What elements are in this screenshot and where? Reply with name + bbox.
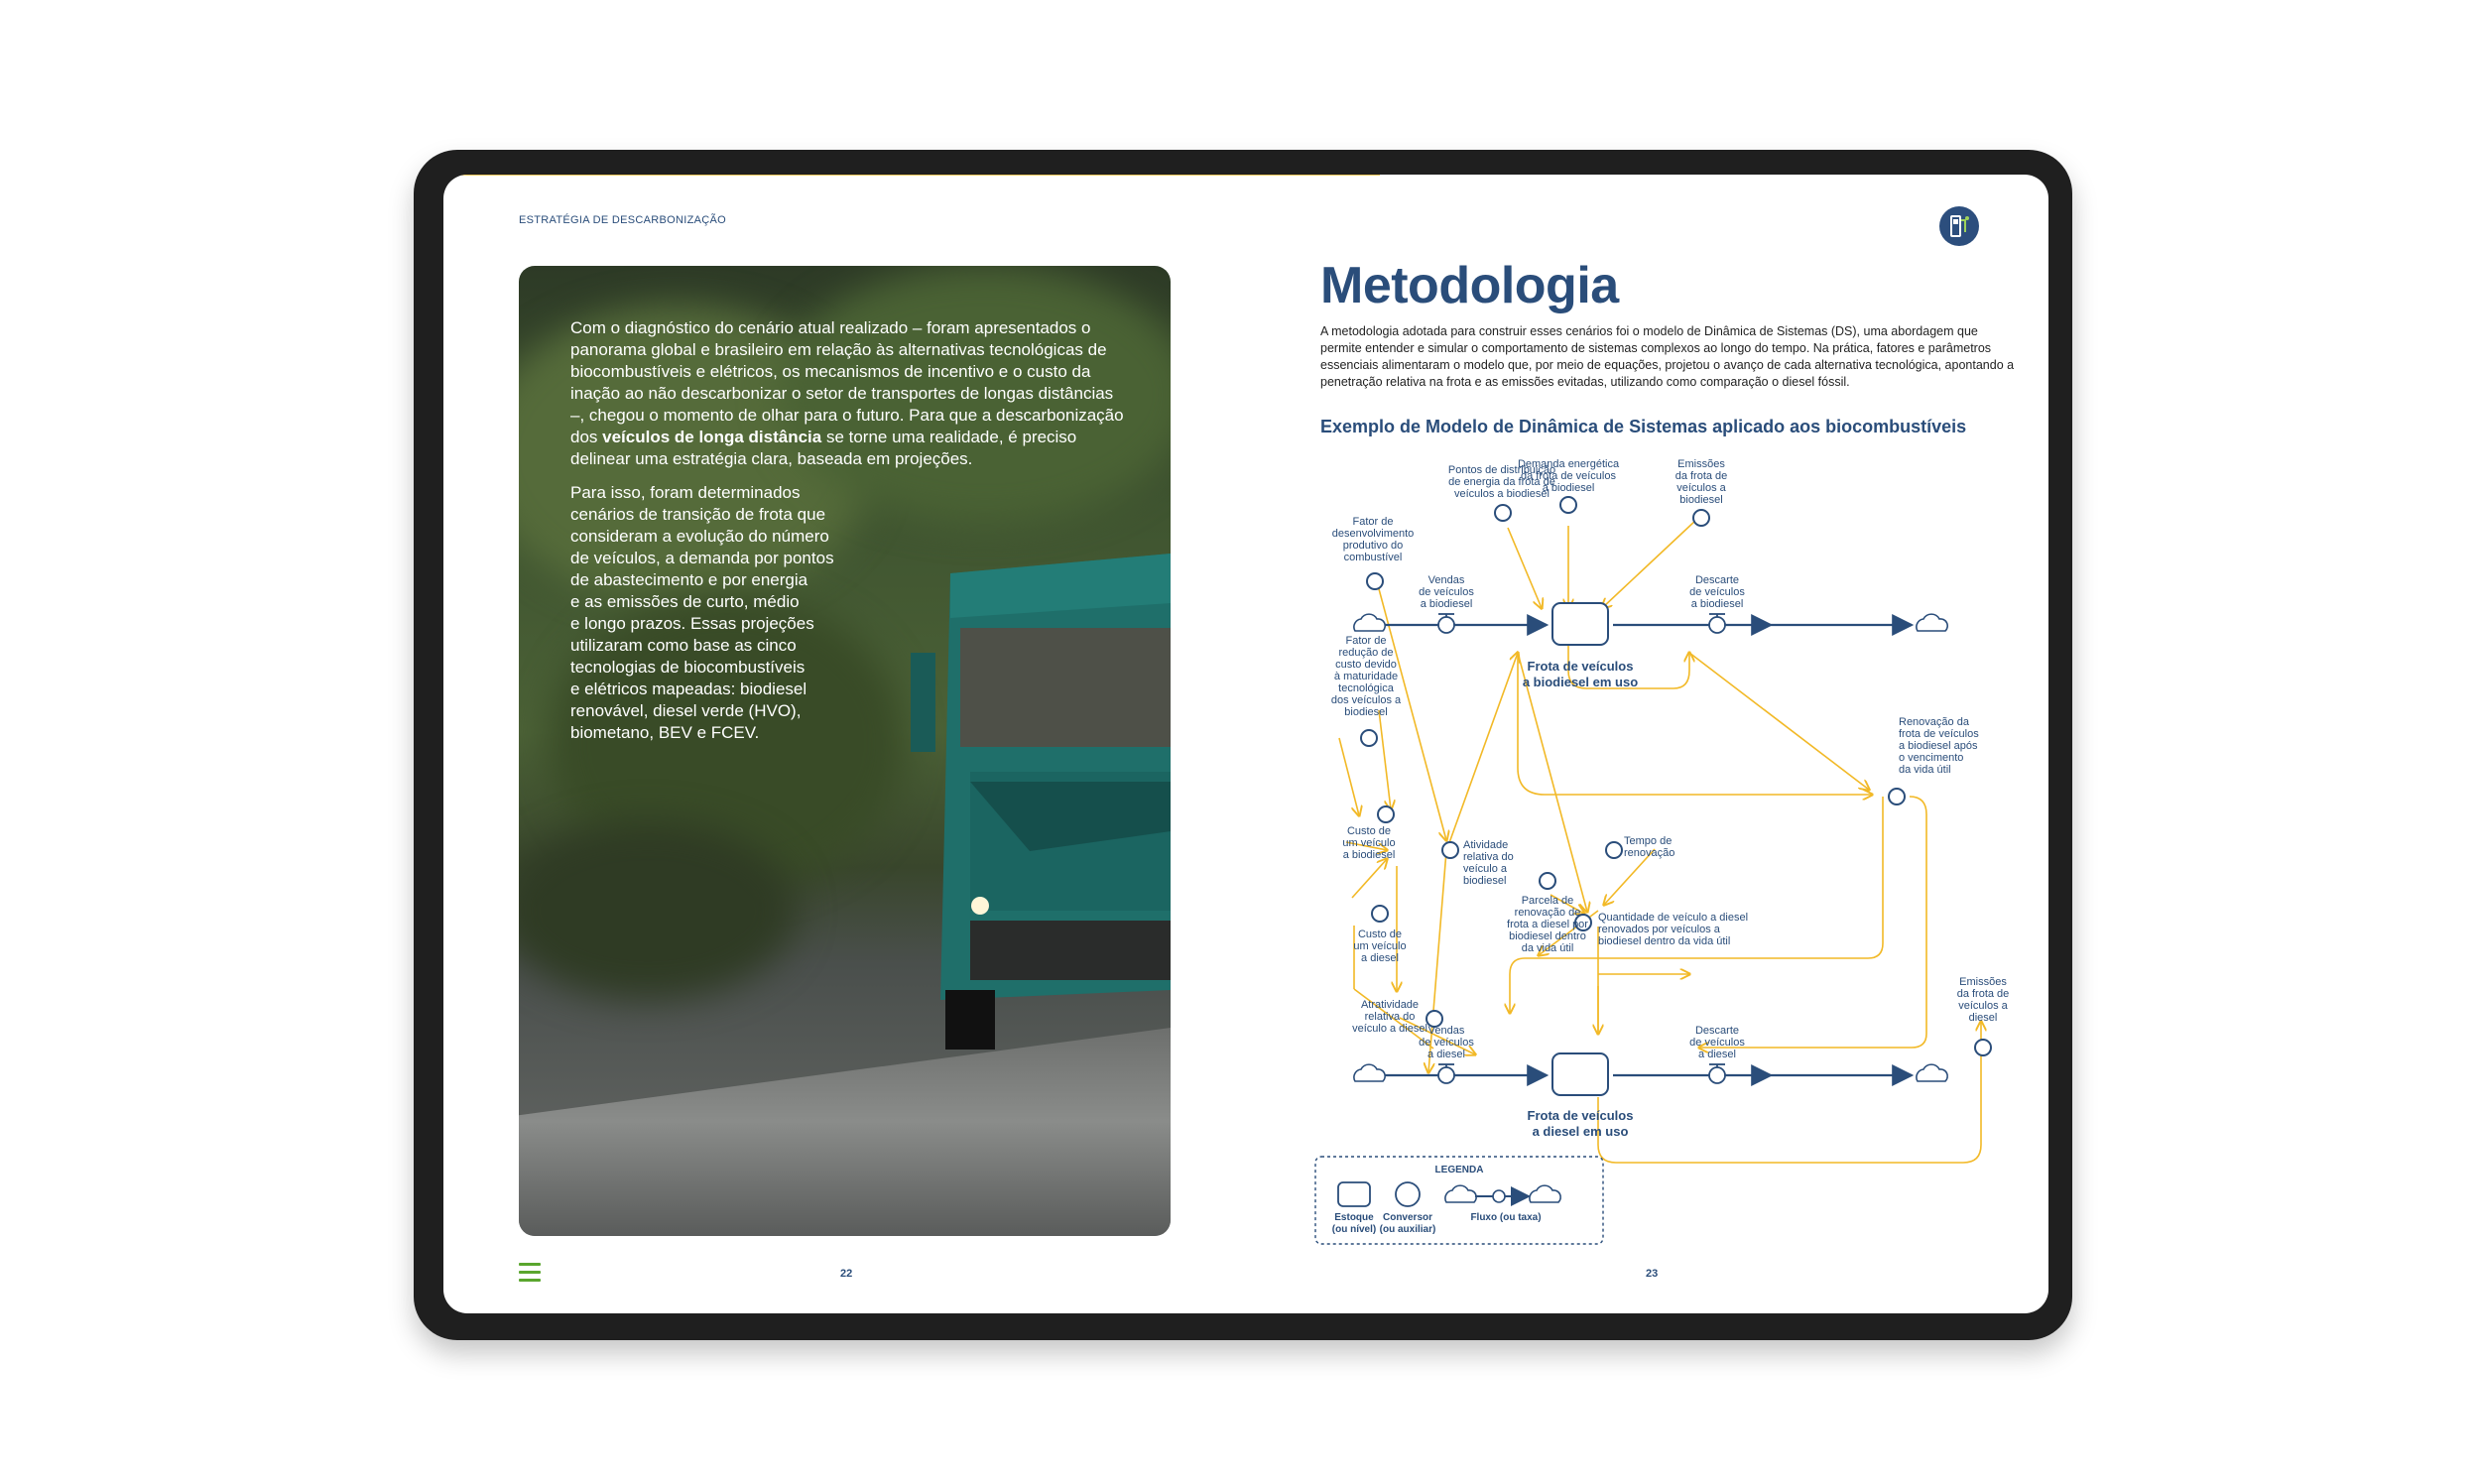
stock-frota-diesel — [1551, 1052, 1609, 1096]
section-header: ESTRATÉGIA DE DESCARBONIZAÇÃO — [519, 214, 726, 226]
svg-text:Quantidade de veículo a diesel: Quantidade de veículo a dieselrenovados … — [1598, 912, 1748, 947]
stock-flows — [1384, 614, 1915, 1086]
svg-text:Fluxo (ou taxa): Fluxo (ou taxa) — [1470, 1212, 1541, 1223]
methodology-intro: A metodologia adotada para construir ess… — [1320, 324, 2015, 389]
text-line: –, chegou o momento de olhar para o futu… — [570, 406, 1124, 425]
text-line: tecnologias de biocombustíveis — [570, 658, 806, 677]
influence-links — [443, 175, 1981, 1164]
text-line: de abastecimento e por energia — [570, 570, 808, 589]
text-line: e as emissões de curto, médio — [570, 592, 800, 611]
text-line: e longo prazos. Essas projeções — [570, 614, 814, 633]
svg-text:Estoque(ou nível): Estoque(ou nível) — [1332, 1212, 1376, 1235]
diagram-title: Exemplo de Modelo de Dinâmica de Sistema… — [1320, 417, 1967, 436]
truck-photo: Com o diagnóstico do cenário atual reali… — [519, 266, 1171, 1236]
legend-flow-icon — [1444, 1184, 1562, 1206]
text-fragment: dos — [570, 428, 603, 446]
fuel-station-badge-icon[interactable] — [1939, 206, 1979, 246]
sink-cloud-icon — [1916, 1063, 1949, 1082]
text-line: cenários de transição de frota que — [570, 505, 826, 524]
truck-illustration — [911, 554, 1171, 1050]
bold-phrase: veículos de longa distância — [602, 428, 822, 446]
legend-converter-icon — [1395, 1181, 1421, 1207]
text-line: dos veículos de longa distância se torne… — [570, 427, 1076, 448]
text-line: consideram a evolução do número — [570, 527, 829, 546]
text-line: panorama global e brasileiro em relação … — [570, 340, 1107, 359]
source-cloud-icon — [1353, 613, 1387, 632]
text-line: delinear uma estratégia clara, baseada e… — [570, 449, 973, 468]
page-number-left: 22 — [840, 1268, 853, 1280]
text-line: renovável, diesel verde (HVO), — [570, 701, 802, 720]
text-line: Com o diagnóstico do cenário atual reali… — [570, 318, 1091, 337]
svg-text:Conversor(ou auxiliar): Conversor(ou auxiliar) — [1380, 1212, 1436, 1235]
page-title: Metodologia — [1320, 257, 1619, 314]
text-line: biocombustíveis e elétricos, os mecanism… — [570, 362, 1091, 381]
converters — [1360, 496, 1992, 1056]
source-cloud-icon — [1353, 1063, 1387, 1082]
text-line: biometano, BEV e FCEV. — [570, 723, 760, 742]
diagram-legend: LEGENDA Estoque(ou nível) Conversor(ou a… — [1314, 1156, 1604, 1245]
sink-cloud-icon — [1916, 613, 1949, 632]
text-line: de veículos, a demanda por pontos — [570, 549, 834, 567]
text-line: inação ao não descarbonizar o setor de t… — [570, 384, 1114, 403]
menu-icon[interactable] — [519, 1263, 541, 1287]
stock-frota-biodiesel — [1551, 602, 1609, 646]
text-line: Para isso, foram determinados — [570, 483, 801, 502]
text-fragment: se torne uma realidade, é preciso — [821, 428, 1077, 446]
page-number-right: 23 — [1646, 1268, 1659, 1280]
svg-text:LEGENDA: LEGENDA — [1435, 1165, 1484, 1175]
tablet-screen: ESTRATÉGIA DE DESCARBONIZAÇÃO Com o diag… — [443, 175, 2048, 1313]
text-line: e elétricos mapeadas: biodiesel — [570, 680, 807, 698]
flow-valves — [1437, 613, 1726, 1084]
text-line: utilizaram como base as cinco — [570, 636, 797, 655]
legend-stock-icon — [1337, 1181, 1371, 1207]
